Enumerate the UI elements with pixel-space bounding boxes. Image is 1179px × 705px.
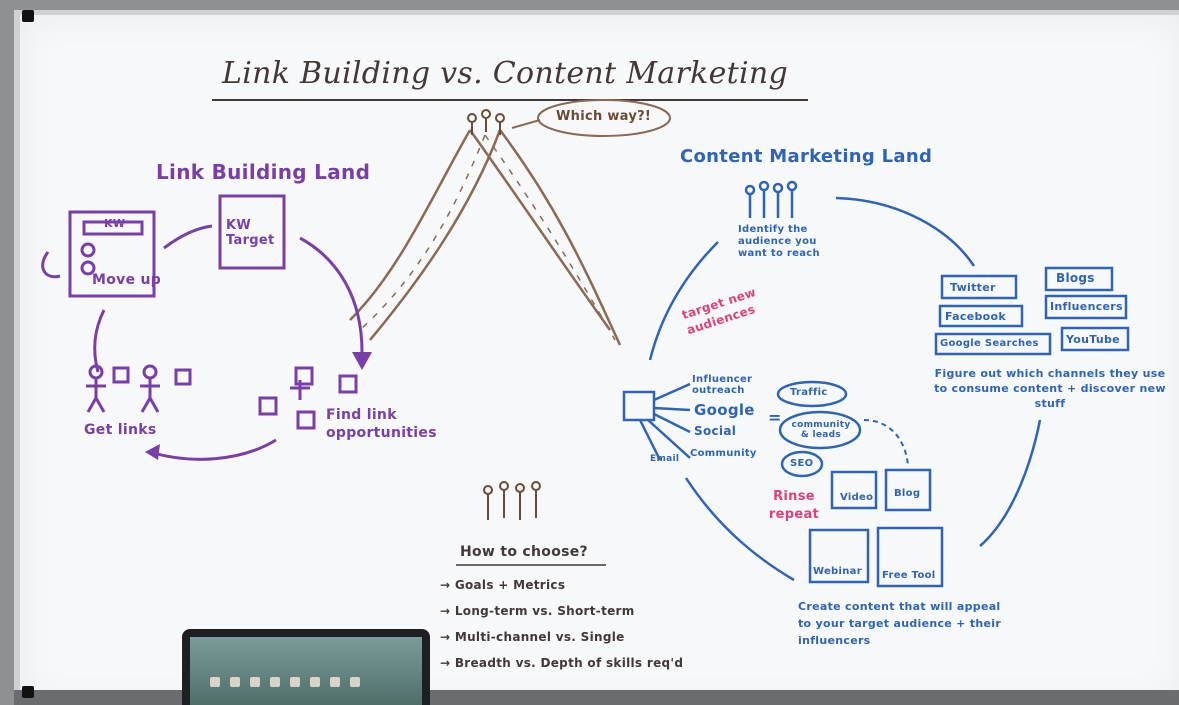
monitor-screen [190, 637, 422, 705]
metric-traffic: Traffic [790, 387, 828, 398]
channel-youtube: YouTube [1066, 333, 1120, 346]
metric-seo: SEO [790, 458, 814, 469]
serp-kw-label: KW [104, 217, 126, 230]
create-content-label: Create content that will appeal to your … [798, 600, 1002, 647]
type-blog: Blog [894, 488, 921, 499]
how-to-item: → Multi-channel vs. Single [440, 630, 625, 644]
type-video: Video [840, 492, 874, 503]
speech-bubble-text: Which way?! [556, 109, 652, 124]
equals-sign: = [768, 408, 782, 427]
find-link-label: Find link opportunities [326, 407, 437, 441]
channel-influencers: Influencers [1050, 300, 1123, 313]
corner-clip [22, 10, 34, 22]
how-to-item: → Goals + Metrics [440, 578, 566, 592]
how-to-choose-heading: How to choose? [460, 544, 588, 560]
type-free-tool: Free Tool [882, 570, 936, 581]
how-to-item: → Long-term vs. Short-term [440, 604, 635, 618]
rinse-repeat-label: Rinse repeat [768, 489, 820, 522]
content-marketing-heading: Content Marketing Land [680, 146, 933, 167]
figure-out-channels-label: Figure out which channels they use to co… [934, 367, 1166, 410]
outreach-community: Community [690, 448, 757, 459]
channel-facebook: Facebook [945, 310, 1006, 323]
outreach-google: Google [694, 401, 755, 419]
metric-community: community & leads [791, 420, 851, 440]
whiteboard [14, 10, 1179, 705]
outreach-influencer: Influencer outreach [692, 374, 753, 396]
channel-google-searches: Google Searches [940, 338, 1039, 349]
page-title: Link Building vs. Content Marketing [222, 56, 788, 91]
link-building-heading: Link Building Land [156, 160, 371, 184]
monitor-foreground [182, 629, 430, 705]
dock-icons [210, 677, 360, 687]
get-links-label: Get links [84, 422, 157, 438]
outreach-social: Social [694, 424, 737, 438]
move-up-label: Move up [92, 272, 162, 288]
channel-blogs: Blogs [1056, 271, 1095, 285]
type-webinar: Webinar [813, 566, 862, 577]
how-to-item: → Breadth vs. Depth of skills req'd [440, 656, 684, 670]
outreach-email: Email [650, 454, 680, 464]
channel-twitter: Twitter [950, 281, 996, 294]
identify-audience-label: Identify the audience you want to reach [738, 224, 820, 259]
kw-target-label: KW Target [226, 218, 275, 248]
corner-clip [22, 686, 34, 698]
